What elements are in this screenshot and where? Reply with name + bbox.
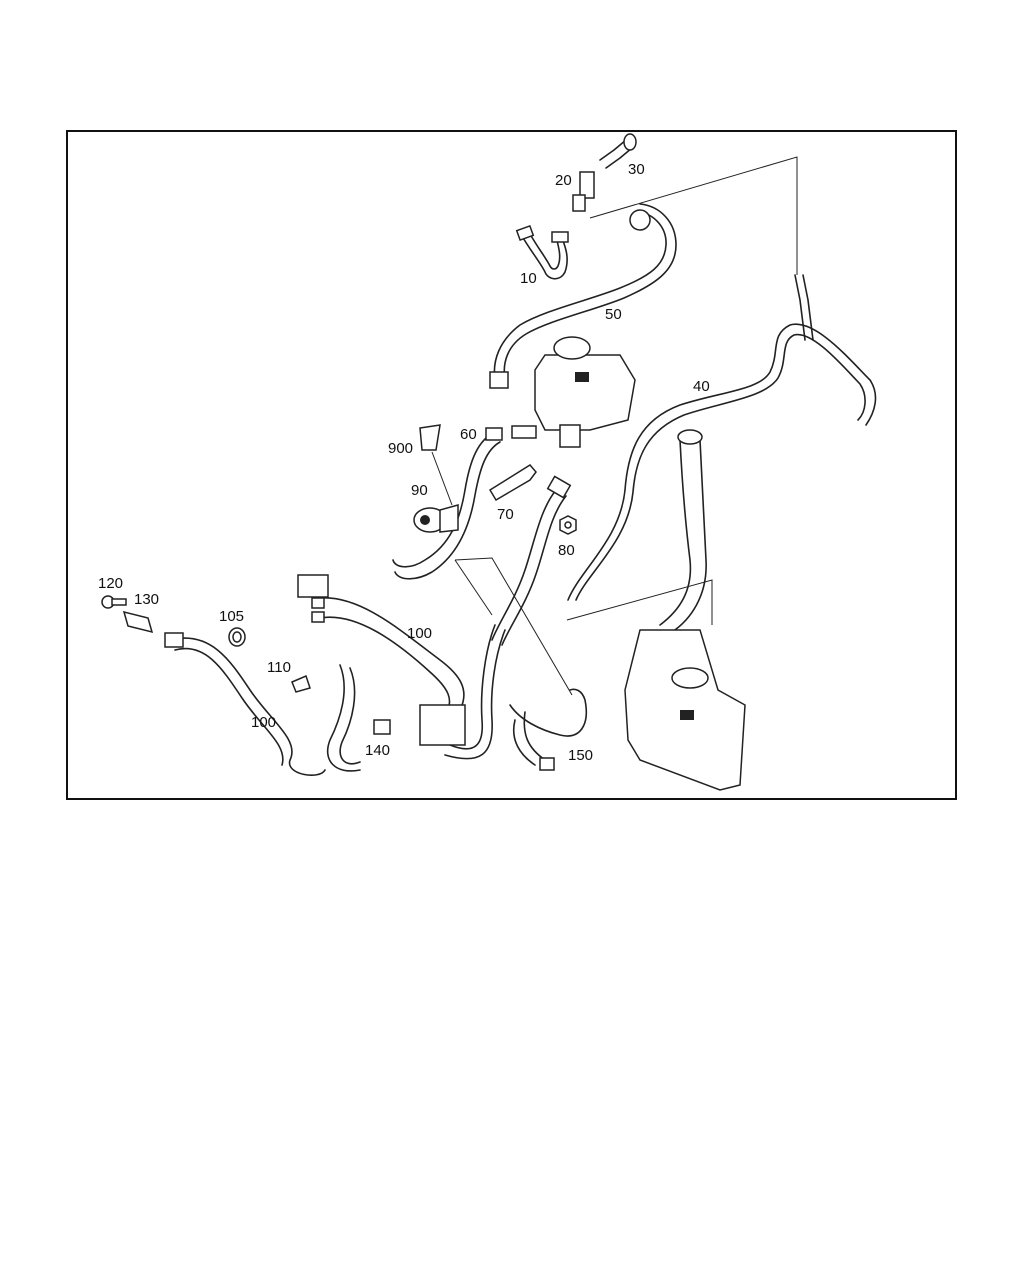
hose-near-70[interactable] bbox=[491, 475, 572, 646]
callout-100-right[interactable]: 100 bbox=[407, 625, 432, 642]
callout-120[interactable]: 120 bbox=[98, 575, 123, 592]
part-50-hose[interactable] bbox=[489, 203, 677, 389]
callout-40[interactable]: 40 bbox=[693, 378, 710, 395]
washer-tank[interactable] bbox=[624, 429, 746, 791]
part-150-hose[interactable] bbox=[509, 688, 587, 771]
callout-130[interactable]: 130 bbox=[134, 591, 159, 608]
part-40-line[interactable] bbox=[567, 274, 877, 601]
callout-900[interactable]: 900 bbox=[388, 440, 413, 457]
part-80-nut[interactable] bbox=[559, 515, 577, 535]
part-70-bracket[interactable] bbox=[488, 464, 537, 502]
callout-105[interactable]: 105 bbox=[219, 608, 244, 625]
part-120-bolt[interactable] bbox=[101, 595, 127, 609]
callout-90[interactable]: 90 bbox=[411, 482, 428, 499]
part-110-clip[interactable] bbox=[291, 674, 311, 693]
callout-30[interactable]: 30 bbox=[628, 161, 645, 178]
part-900-bracket[interactable] bbox=[419, 424, 453, 506]
callout-110[interactable]: 110 bbox=[267, 659, 291, 676]
leader-40-tank bbox=[566, 579, 713, 625]
part-100-hose-right[interactable] bbox=[297, 574, 506, 760]
leader-20-40 bbox=[589, 156, 798, 275]
part-30-fitting[interactable] bbox=[599, 133, 637, 169]
callout-140[interactable]: 140 bbox=[365, 742, 390, 759]
part-100-line-left[interactable] bbox=[164, 632, 361, 776]
callout-80[interactable]: 80 bbox=[558, 542, 575, 559]
part-140-clamp[interactable] bbox=[373, 719, 391, 735]
leader-90 bbox=[454, 557, 573, 696]
callout-20[interactable]: 20 bbox=[555, 172, 572, 189]
callout-labels: 10 20 30 40 50 60 70 80 90 900 100 100 1… bbox=[98, 161, 710, 764]
diagram-frame bbox=[66, 130, 957, 800]
callout-100-left[interactable]: 100 bbox=[251, 714, 276, 731]
part-20-connector[interactable] bbox=[572, 171, 595, 212]
callout-10[interactable]: 10 bbox=[520, 270, 537, 287]
callout-60[interactable]: 60 bbox=[460, 426, 477, 443]
part-130-bracket[interactable] bbox=[122, 610, 154, 634]
callout-70[interactable]: 70 bbox=[497, 506, 514, 523]
part-90-pump[interactable] bbox=[413, 504, 459, 533]
part-105-grommet[interactable] bbox=[228, 627, 246, 647]
part-10-hose[interactable] bbox=[515, 224, 569, 280]
callout-50[interactable]: 50 bbox=[605, 306, 622, 323]
callout-150[interactable]: 150 bbox=[568, 747, 593, 764]
coolant-reservoir[interactable] bbox=[511, 336, 636, 448]
